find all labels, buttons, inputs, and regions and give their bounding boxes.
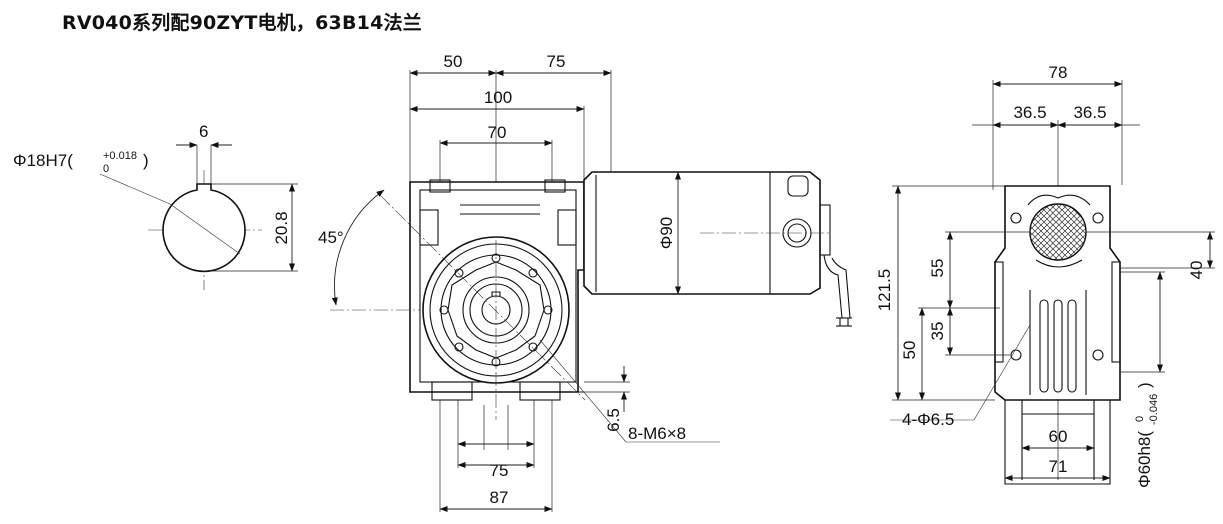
- dim-71: 71: [1049, 457, 1068, 476]
- dim-55: 55: [928, 259, 947, 278]
- dim-87: 87: [490, 488, 509, 507]
- dim-50-side: 50: [900, 341, 919, 360]
- key-depth-label: 20.8: [272, 211, 291, 244]
- holes-label: 4-Φ6.5: [902, 410, 954, 429]
- dim-50-top: 50: [444, 52, 463, 71]
- flange-close-paren: ): [1135, 382, 1154, 388]
- bore-diameter-label: Φ18H7(: [13, 151, 73, 170]
- dim-36-5-right: 36.5: [1073, 103, 1106, 122]
- front-view: [330, 70, 852, 512]
- flange-tol-upper: 0: [1134, 416, 1146, 422]
- flange-tol-lower: -0.046: [1148, 394, 1160, 425]
- drawing-title: RV040系列配90ZYT电机，63B14法兰: [62, 12, 422, 34]
- side-view: [890, 80, 1215, 485]
- dim-70: 70: [488, 123, 507, 142]
- bore-close-paren: ): [143, 151, 149, 170]
- dim-75-top: 75: [547, 52, 566, 71]
- flange-diameter-label: Φ60h8(: [1135, 431, 1154, 488]
- dim-100: 100: [484, 88, 512, 107]
- dim-60: 60: [1049, 427, 1068, 446]
- dim-35: 35: [928, 322, 947, 341]
- dim-36-5-left: 36.5: [1013, 103, 1046, 122]
- dim-6-5: 6.5: [604, 408, 623, 432]
- dim-121-5: 121.5: [875, 269, 894, 312]
- bore-tol-lower: 0: [103, 163, 109, 175]
- keyway-width-label: 6: [199, 122, 208, 141]
- bore-tol-upper: +0.018: [103, 150, 137, 162]
- dim-78: 78: [1049, 63, 1068, 82]
- motor-diameter-label: Φ90: [657, 217, 676, 249]
- shaft-section-view: [99, 142, 298, 290]
- dim-40: 40: [1187, 261, 1206, 280]
- bolt-spec-label: 8-M6×8: [628, 424, 686, 443]
- flange-diameter-group: Φ60h8( 0 -0.046 ): [1134, 382, 1160, 488]
- angle-label: 45°: [318, 228, 344, 247]
- dim-75-bottom: 75: [490, 461, 509, 480]
